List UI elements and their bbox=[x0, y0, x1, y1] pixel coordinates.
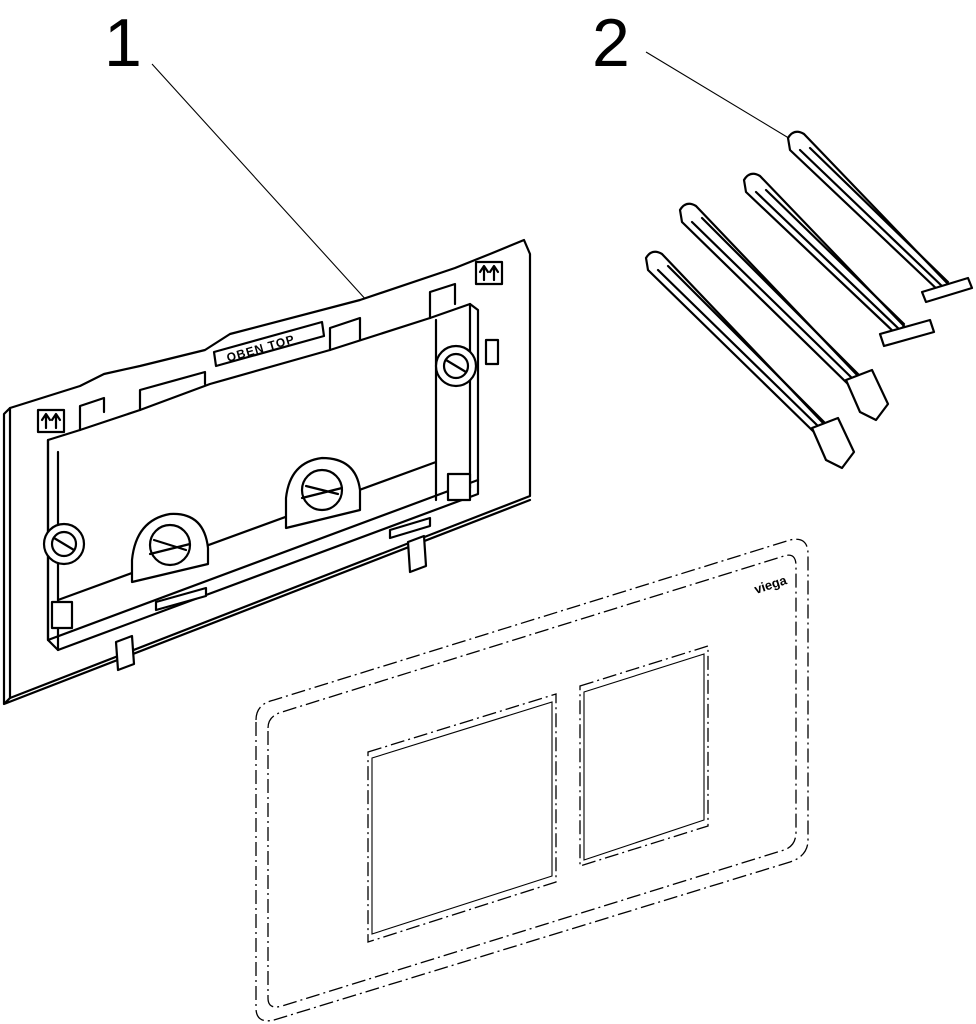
callout-number-2: 2 bbox=[592, 5, 630, 81]
mounting-frame: OBEN TOP bbox=[2, 238, 532, 706]
clamp-left bbox=[42, 522, 86, 566]
callout-2: 2 bbox=[592, 5, 793, 141]
clamp-right bbox=[434, 344, 478, 388]
arrow-marker-top-left bbox=[36, 408, 66, 434]
leader-line-1 bbox=[151, 63, 369, 303]
leader-line-2 bbox=[645, 51, 793, 141]
flush-button-large-bevel bbox=[371, 701, 553, 935]
arrow-marker-top-right bbox=[474, 260, 504, 286]
brand-logo-text: viega bbox=[752, 572, 789, 597]
flush-button-small bbox=[579, 645, 709, 867]
threaded-rods bbox=[644, 130, 974, 470]
clamp-center-right bbox=[284, 456, 362, 530]
callout-number-1: 1 bbox=[104, 5, 142, 81]
frame-top-rail bbox=[78, 282, 457, 432]
threaded-rod-1 bbox=[786, 130, 974, 304]
flush-plate: viega bbox=[255, 538, 809, 1022]
flush-button-small-bevel bbox=[583, 653, 705, 861]
callout-1: 1 bbox=[104, 5, 369, 303]
flush-button-large bbox=[367, 693, 557, 943]
clamp-center-left bbox=[130, 512, 210, 584]
threaded-rod-3 bbox=[678, 202, 890, 422]
frame-label-plate bbox=[212, 320, 326, 368]
frame-bottom-tabs bbox=[50, 338, 500, 672]
flush-plate-inner-edge bbox=[267, 554, 797, 1008]
threaded-rod-4 bbox=[644, 250, 856, 470]
frame-edge bbox=[2, 406, 532, 706]
threaded-rod-2 bbox=[742, 172, 936, 348]
flush-plate-outer bbox=[255, 538, 809, 1022]
